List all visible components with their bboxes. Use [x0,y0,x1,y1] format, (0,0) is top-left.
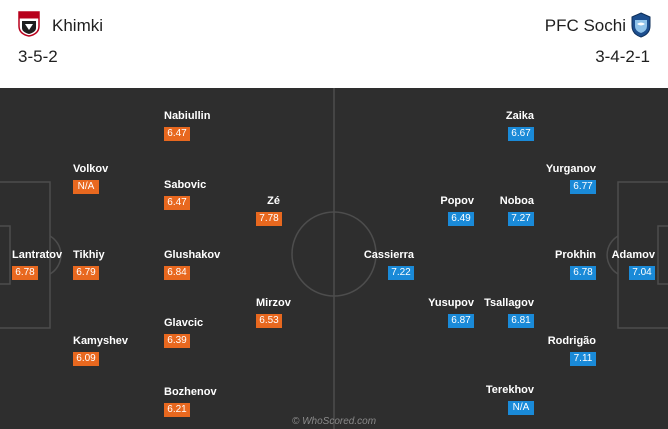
player-rating: 6.78 [12,266,38,280]
player-mirzov[interactable]: Mirzov 6.53 [256,297,291,328]
player-rating: 6.77 [570,180,596,194]
whoscored-watermark: © WhoScored.com [291,416,377,427]
player-rating: 6.84 [164,266,190,280]
player-rating: 6.47 [164,196,190,210]
player-bozhenov[interactable]: Bozhenov 6.21 [164,386,217,417]
player-kamyshev[interactable]: Kamyshev 6.09 [73,335,129,366]
player-rating: 7.11 [570,352,596,366]
player-glavcic[interactable]: Glavcic 6.39 [164,317,204,348]
player-rating: 6.81 [508,314,534,328]
player-nabiullin[interactable]: Nabiullin 6.47 [164,110,211,141]
player-rating: 7.78 [256,212,282,226]
player-cassierra[interactable]: Cassierra 7.22 [363,249,414,280]
player-rating: 6.87 [448,314,474,328]
pitch: Lantratov 6.78 Volkov N/A Tikhiy 6.79 Ka… [0,88,668,429]
player-rodrigao[interactable]: Rodrigão 7.11 [547,335,596,366]
player-sabovic[interactable]: Sabovic 6.47 [164,179,207,210]
player-noboa[interactable]: Noboa 7.27 [499,195,534,226]
player-rating: 6.21 [164,403,190,417]
player-rating: 7.04 [629,266,655,280]
match-header: Khimki 3-5-2 PFC Sochi 3-4-2-1 [0,0,668,88]
player-rating: 6.09 [73,352,99,366]
pitch-markings [0,88,668,429]
player-rating: 6.53 [256,314,282,328]
player-terekhov[interactable]: Terekhov N/A [485,384,534,415]
home-team-name[interactable]: Khimki [52,16,104,35]
player-volkov[interactable]: Volkov N/A [73,163,109,194]
player-rating: 7.27 [508,212,534,226]
player-zaika[interactable]: Zaika 6.67 [505,110,534,141]
home-formation: 3-5-2 [18,47,58,66]
player-tikhiy[interactable]: Tikhiy 6.79 [73,249,105,280]
player-glushakov[interactable]: Glushakov 6.84 [164,249,221,280]
away-team-name[interactable]: PFC Sochi [544,16,626,35]
player-rating: N/A [73,180,99,194]
player-rating: 7.22 [388,266,414,280]
player-adamov[interactable]: Adamov 7.04 [611,249,655,280]
player-rating: 6.49 [448,212,474,226]
sochi-crest-icon [631,12,651,38]
player-rating: 6.39 [164,334,190,348]
player-yurganov[interactable]: Yurganov 6.77 [545,163,596,194]
player-rating: 6.47 [164,127,190,141]
player-yusupov[interactable]: Yusupov 6.87 [428,297,474,328]
player-popov[interactable]: Popov 6.49 [440,195,474,226]
player-ze[interactable]: Zé 7.78 [256,195,282,227]
player-lantratov[interactable]: Lantratov 6.78 [12,249,63,280]
player-prokhin[interactable]: Prokhin 6.78 [555,249,596,280]
player-rating: 6.67 [508,127,534,141]
player-rating: N/A [508,401,534,415]
khimki-crest-icon [18,11,40,37]
player-rating: 6.78 [570,266,596,280]
player-tsallagov[interactable]: Tsallagov 6.81 [484,297,534,328]
away-formation: 3-4-2-1 [595,47,650,66]
player-rating: 6.79 [73,266,99,280]
